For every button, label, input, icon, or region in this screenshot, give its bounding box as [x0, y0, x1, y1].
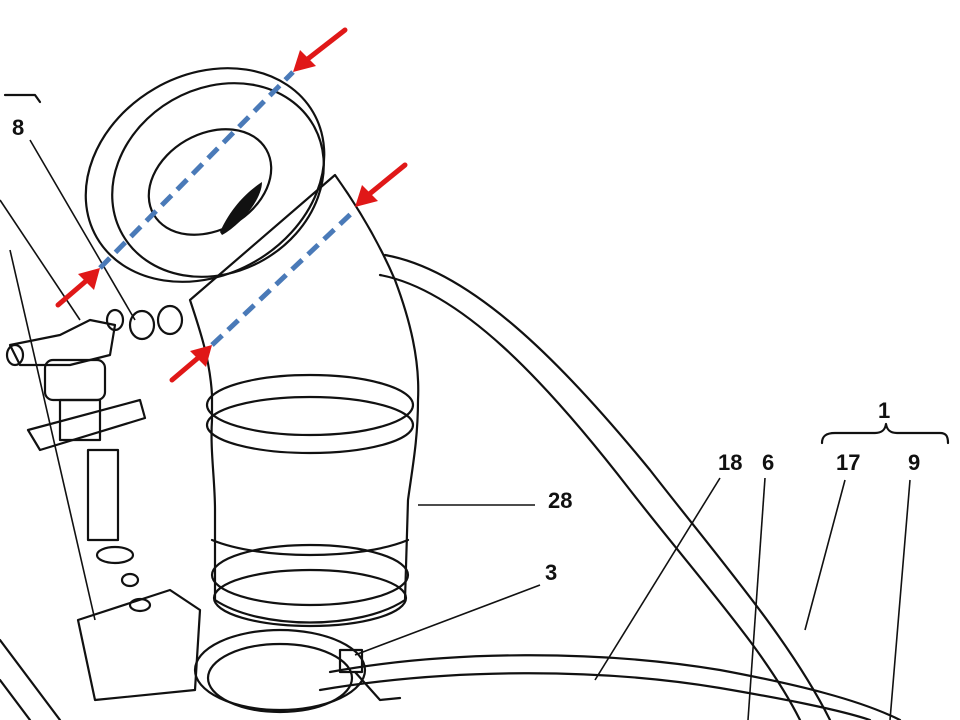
leader-lines	[354, 422, 950, 720]
label-part-18: 18	[718, 450, 742, 475]
red-arrows	[55, 27, 408, 383]
hose-lines	[318, 253, 902, 720]
label-part-17: 17	[836, 450, 860, 475]
label-part-3: 3	[545, 560, 557, 585]
arrow-icon	[355, 162, 408, 207]
measure-line-flange	[98, 70, 295, 270]
measure-lines	[98, 70, 357, 347]
measure-line-hose	[210, 208, 357, 347]
arrow-icon	[169, 345, 212, 383]
valve-assembly	[0, 93, 202, 720]
arrow-icon	[293, 27, 348, 72]
label-part-28: 28	[548, 488, 572, 513]
hose-clamp-part-3	[193, 628, 402, 714]
arrow-icon	[55, 268, 100, 308]
label-part-6: 6	[762, 450, 774, 475]
label-part-8: 8	[12, 115, 24, 140]
label-part-9: 9	[908, 450, 920, 475]
label-part-1: 1	[878, 398, 890, 423]
